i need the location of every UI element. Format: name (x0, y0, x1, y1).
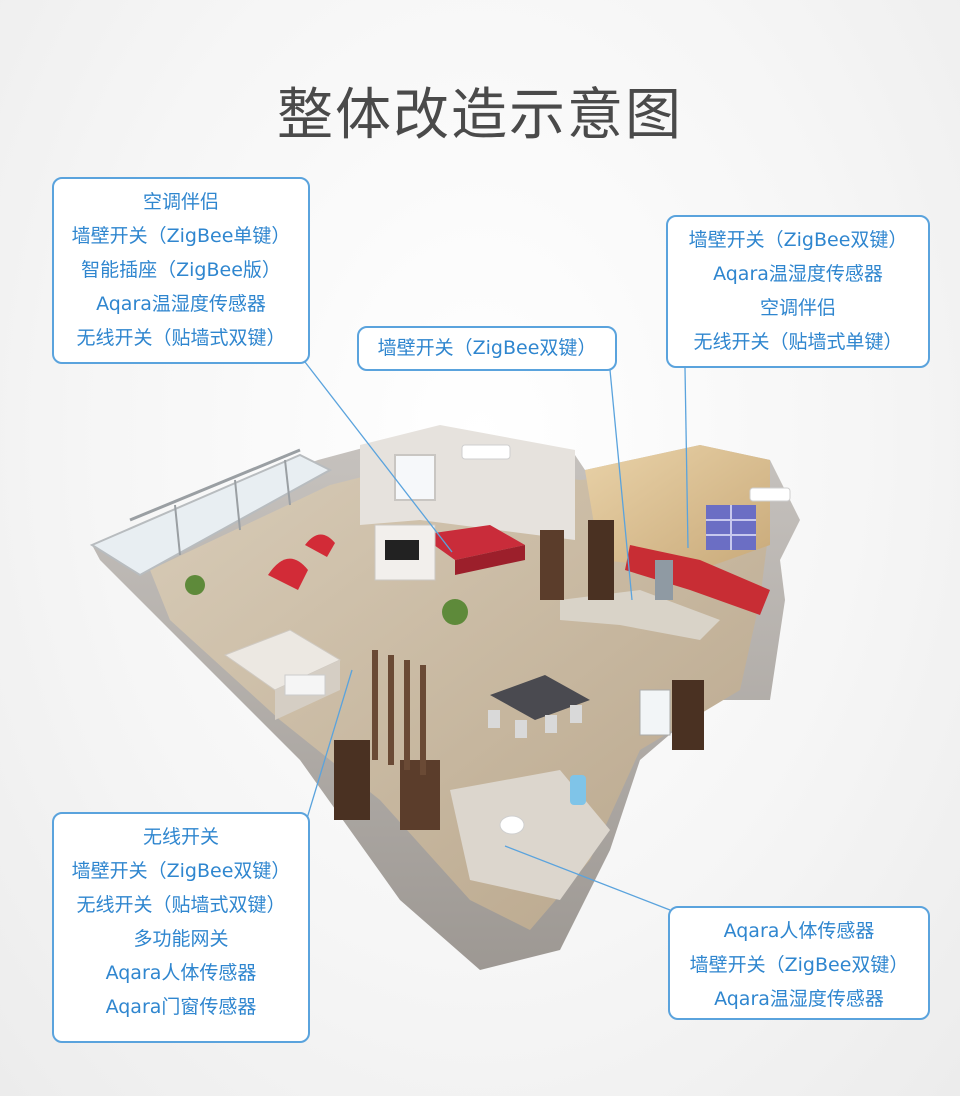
bedroom-wall (360, 425, 575, 540)
bed (420, 525, 525, 560)
door-2 (588, 520, 614, 600)
range-hood (655, 560, 673, 600)
callout-item: 多功能网关 (133, 928, 229, 950)
callout-item: 墙壁开关（ZigBee双键） (688, 229, 908, 251)
bedroom-window (394, 454, 436, 501)
house-floor (150, 460, 770, 930)
callout-item: 墙壁开关（ZigBee单键） (71, 225, 291, 247)
door-5 (672, 680, 704, 750)
balcony (89, 453, 333, 577)
air-conditioner-right (749, 487, 791, 502)
door-3 (334, 740, 370, 820)
dining-table (490, 675, 590, 720)
callout-item: 空调伴侣 (759, 297, 836, 319)
plant-2 (185, 575, 205, 595)
leader-top-left (304, 361, 453, 553)
coffee-table (284, 674, 326, 696)
callout-item: Aqara门窗传感器 (105, 996, 257, 1018)
callout-item: Aqara人体传感器 (723, 920, 875, 942)
callout-item: Aqara温湿度传感器 (96, 293, 266, 315)
callout-item: 空调伴侣 (142, 191, 219, 213)
leader-bottom-left (304, 669, 353, 826)
water-dispenser (570, 775, 586, 805)
callout-item: 无线开关（贴墙式双键） (76, 894, 286, 916)
callout-bottom-left: 无线开关 墙壁开关（ZigBee双键） 无线开关（贴墙式双键） 多功能网关 Aq… (52, 812, 310, 1043)
callout-item: 无线开关（贴墙式双键） (76, 327, 286, 349)
plant-1 (442, 599, 468, 625)
callout-top-left: 空调伴侣 墙壁开关（ZigBee单键） 智能插座（ZigBee版） Aqara温… (52, 177, 310, 364)
callout-item: Aqara温湿度传感器 (713, 263, 883, 285)
callout-item: Aqara温湿度传感器 (714, 988, 884, 1010)
partition-slats (372, 650, 426, 775)
right-window (639, 689, 671, 736)
callout-item: 智能插座（ZigBee版） (81, 259, 281, 281)
callout-top-center: 墙壁开关（ZigBee双键） (357, 326, 617, 371)
toilet (499, 815, 525, 835)
callout-item: 无线开关 (142, 826, 219, 848)
leader-lines (304, 361, 689, 911)
leader-top-center (609, 369, 633, 601)
callout-item: Aqara人体传感器 (105, 962, 257, 984)
leader-top-right (684, 367, 689, 549)
red-chair-2 (305, 534, 335, 557)
callout-item: 墙壁开关（ZigBee双键） (689, 954, 909, 976)
callout-bottom-right: Aqara人体传感器 墙壁开关（ZigBee双键） Aqara温湿度传感器 (668, 906, 930, 1020)
callout-item: 墙壁开关（ZigBee双键） (377, 337, 597, 359)
bathroom (450, 770, 610, 900)
air-conditioner-bedroom (461, 444, 511, 460)
red-chair-1 (268, 558, 308, 590)
door-1 (540, 530, 564, 600)
callout-item: 墙壁开关（ZigBee双键） (71, 860, 291, 882)
callout-top-right: 墙壁开关（ZigBee双键） Aqara温湿度传感器 空调伴侣 无线开关（贴墙式… (666, 215, 930, 368)
tv (385, 540, 419, 560)
callout-item: 无线开关（贴墙式单键） (693, 331, 903, 353)
page-title: 整体改造示意图 (277, 83, 683, 148)
leader-bottom-right (504, 845, 671, 911)
